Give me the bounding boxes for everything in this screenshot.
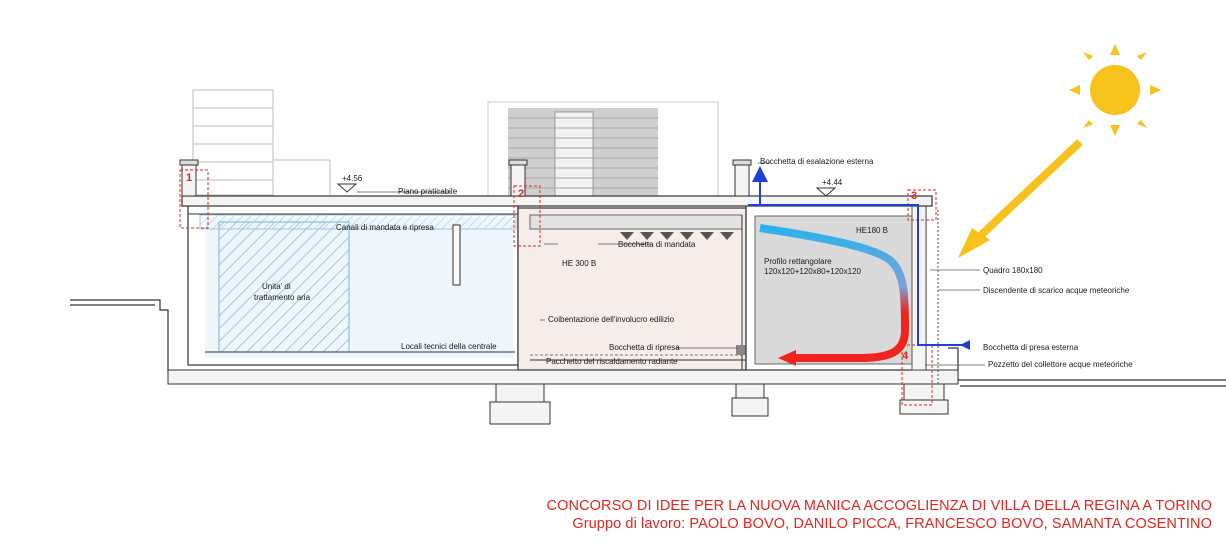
label-he300: HE 300 B bbox=[562, 259, 596, 268]
background-building-center bbox=[487, 101, 719, 198]
background-building-left bbox=[192, 89, 331, 196]
label-discendente: Discendente di scarico acque meteoriche bbox=[983, 286, 1130, 295]
credits-title: CONCORSO DI IDEE PER LA NUOVA MANICA ACC… bbox=[546, 498, 1212, 514]
airflow-arrowhead bbox=[778, 350, 796, 366]
label-he180: HE180 B bbox=[856, 226, 888, 235]
credits-block: CONCORSO DI IDEE PER LA NUOVA MANICA ACC… bbox=[547, 497, 1212, 533]
label-coibentazione: Coibentazione dell'involucro edilizio bbox=[548, 315, 675, 324]
central-room bbox=[517, 207, 747, 371]
label-canali: Canali di mandata e ripresa bbox=[336, 223, 434, 232]
label-presa: Bocchetta di presa esterna bbox=[983, 343, 1079, 352]
elevation-marker-left: +4.56 bbox=[336, 174, 363, 193]
sun-ray-arrow bbox=[958, 139, 1083, 258]
external-air-ducts bbox=[748, 166, 970, 346]
detail-marker-4: 4 bbox=[902, 350, 909, 362]
intake-arrowhead bbox=[960, 340, 970, 350]
label-profilo-line2: 120x120+120x80+120x120 bbox=[764, 267, 862, 276]
label-locali: Locali tecnici della centrale bbox=[401, 342, 497, 351]
label-pozzetto: Pozzetto del collettore acque meteoriche bbox=[988, 360, 1133, 369]
label-profilo-line1: Profilo rettangolare bbox=[764, 257, 832, 266]
label-quadro: Quadro 180x180 bbox=[983, 266, 1043, 275]
sun-icon bbox=[1069, 44, 1161, 136]
label-piano-praticabile: Piano praticabile bbox=[398, 187, 458, 196]
label-unita-line2: trattamento aria bbox=[254, 293, 311, 302]
elevation-right-label: +4.44 bbox=[822, 178, 843, 187]
elevation-left-label: +4.56 bbox=[342, 174, 363, 183]
label-pacchetto: Pacchetto del riscaldamento radiante bbox=[546, 357, 678, 366]
foundation-slab bbox=[167, 369, 959, 425]
airflow-arrow bbox=[759, 224, 910, 362]
detail-marker-1: 1 bbox=[186, 172, 192, 184]
label-bocchetta-mandata: Bocchetta di mandata bbox=[618, 240, 696, 249]
detail-marker-2: 2 bbox=[518, 188, 524, 200]
label-unita-line1: Unita' di bbox=[262, 282, 291, 291]
technical-room bbox=[187, 204, 519, 366]
label-esalazione: Bocchetta di esalazione esterna bbox=[760, 157, 874, 166]
detail-marker-3: 3 bbox=[911, 190, 917, 202]
roof-slab bbox=[179, 159, 933, 207]
leader-lines bbox=[357, 162, 985, 366]
credits-team: Gruppo di lavoro: PAOLO BOVO, DANILO PIC… bbox=[572, 516, 1212, 532]
label-bocchetta-ripresa: Bocchetta di ripresa bbox=[609, 343, 680, 352]
elevation-marker-right: +4.44 bbox=[815, 178, 843, 197]
